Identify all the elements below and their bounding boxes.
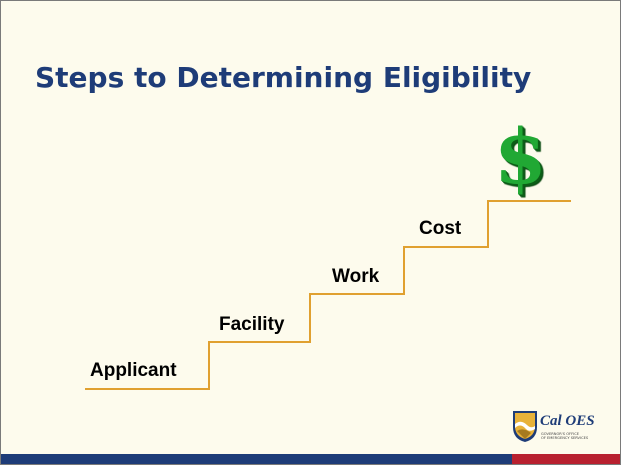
dollar-sign-icon: $ (494, 112, 547, 201)
cal-oes-logo: Cal OES GOVERNOR'S OFFICE OF EMERGENCY S… (511, 409, 611, 445)
staircase-line (85, 200, 571, 390)
step-applicant-label: Applicant (90, 360, 177, 381)
step-facility-label: Facility (219, 314, 285, 335)
step-work-label: Work (332, 266, 380, 287)
logo-subtitle-line2: OF EMERGENCY SERVICES (541, 436, 589, 441)
cal-oes-shield-icon (513, 411, 537, 442)
footer-bar-blue (1, 454, 512, 464)
logo-subtitle: GOVERNOR'S OFFICE OF EMERGENCY SERVICES (541, 432, 601, 441)
logo-subtitle-line1: GOVERNOR'S OFFICE (541, 432, 580, 436)
logo-name: Cal OES (540, 413, 595, 429)
slide-title: Steps to Determining Eligibility (35, 61, 532, 94)
footer-bar-red (512, 454, 620, 464)
step-cost-label: Cost (419, 218, 462, 239)
